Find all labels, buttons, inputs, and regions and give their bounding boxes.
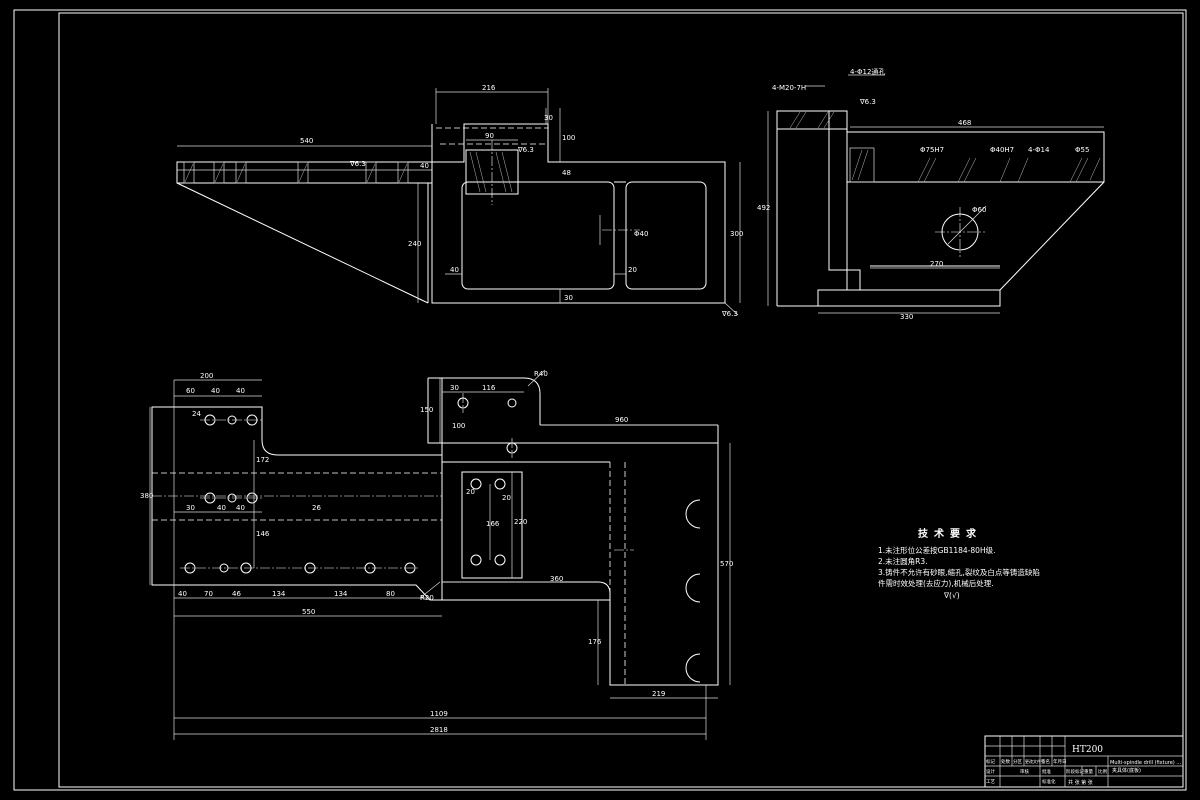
dim-40d: 40 [236,504,245,512]
dim-holes: 4-Φ12通孔 [850,67,885,76]
row-label-2: 分区 [1013,758,1022,765]
role-3: 批准 [1042,768,1051,775]
row-label-5: 年月日 [1053,758,1067,765]
note-2: 2.未注圆角R3. [878,556,928,566]
dim-570: 570 [720,560,733,568]
notes-title: 技术要求 [918,527,982,540]
row-label-0: 标记 [986,758,995,765]
dim-40a: 40 [211,387,220,395]
dim-176: 176 [588,638,602,646]
rough-1: ∇6.3 [349,160,366,168]
dim-top-length: 540 [300,137,313,145]
dim-20b: 20 [502,494,511,502]
dim-inner-h: 48 [562,169,571,177]
dim-172: 172 [256,456,269,464]
dim-40c: 40 [217,504,226,512]
dim-phi40: Φ40 [634,230,648,238]
note-3: 3.铸件不允许有砂眼,缩孔,裂纹及白点等铸造缺陷 [878,567,1040,577]
dim-side-rough: ∇6.3 [859,98,876,106]
outer-border [13,9,1187,791]
dim-boss-width: 216 [482,84,496,92]
dim-200: 200 [200,372,213,380]
dim-b70: 70 [204,590,213,598]
stage-label: 阶段标记 [1066,768,1084,775]
dim-side-height: 492 [757,204,770,212]
dim-thread: 4-M20-7H [772,84,806,92]
role-2: 工艺 [986,779,995,785]
material: HT200 [1072,745,1103,755]
dim-b134a: 134 [272,590,286,598]
weight-label: 重量 [1084,768,1093,775]
scale-label: 比例 [1098,768,1107,775]
dim-bore-b: Φ40H7 [990,146,1014,154]
dim-24: 24 [192,410,201,418]
dim-30: 30 [450,384,459,392]
dim-boss-height: 30 [544,114,553,122]
dim-550: 550 [302,608,315,616]
dim-circle: Φ60 [972,206,986,214]
rough-3: ∇6.3 [721,310,738,318]
dim-width-top: 468 [958,119,971,127]
dim-1109: 1109 [430,710,448,718]
dim-219: 219 [652,690,665,698]
dim-b80: 80 [386,590,395,598]
dim-b134b: 134 [334,590,348,598]
dim-base-inner: 270 [930,260,943,268]
dim-220: 220 [514,518,527,526]
row-label-4: 签名 [1041,758,1050,765]
role-4: 标准化 [1042,778,1056,785]
note-1: 1.未注形位公差按GB1184-80H级. [878,545,995,555]
dim-20a: 20 [466,488,475,496]
roughness-symbol: ∇(√) [943,591,960,600]
dim-26: 26 [312,504,321,512]
dim-30b: 30 [186,504,195,512]
dim-360: 360 [550,575,563,583]
note-4: 件需时效处理(去应力),机械后处理. [878,578,994,588]
front-view: 540 216 30 100 90 ∇6.3 ∇6.3 ∇6.3 40 48 2… [176,84,743,318]
dim-r40: R40 [534,370,548,378]
dim-166: 166 [486,520,500,528]
dim-b46: 46 [232,590,241,598]
dim-380: 380 [140,492,153,500]
role-0: 设计 [986,768,995,775]
row-label-3: 更改文件号 [1025,758,1045,764]
dim-web-gap: 40 [450,266,459,274]
dim-holes-b: 4-Φ14 [1028,146,1050,154]
dim-bore-c: Φ55 [1075,146,1089,154]
dim-960: 960 [615,416,628,424]
sheet-label: 共 张 第 张 [1068,779,1093,786]
dim-40b: 40 [236,387,245,395]
row-label-1: 处数 [1001,758,1010,765]
dim-boss-depth: 100 [562,134,575,142]
part-name-2: 夹具体(底板) [1112,767,1141,774]
dim-r20: R20 [420,594,434,602]
title-block: HT200 Multi-spindle drill (fixture) ... … [984,735,1184,788]
dim-height-right: 300 [730,230,743,238]
plan-view: 200 60 40 40 116 30 150 100 24 172 380 3… [140,369,733,740]
dim-base: 330 [900,313,913,321]
dim-116: 116 [482,384,496,392]
technical-requirements: 技术要求 1.未注形位公差按GB1184-80H级. 2.未注圆角R3. 3.铸… [878,527,1040,600]
side-view: 4-M20-7H 4-Φ12通孔 ∇6.3 468 Φ75H7 Φ40H7 4-… [757,67,1105,321]
dim-150: 150 [420,406,433,414]
dim-bore-a: Φ75H7 [920,146,944,154]
dim-b40: 40 [178,590,187,598]
dim-bottom: 30 [564,294,573,302]
role-1: 审核 [1020,768,1029,775]
dim-2818: 2818 [430,726,448,734]
part-name: Multi-spindle drill (fixture) ... [1110,760,1182,766]
dim-100: 100 [452,422,465,430]
dim-bore: 90 [485,132,494,140]
dim-height-left: 240 [408,240,421,248]
dim-146: 146 [256,530,270,538]
dim-wall: 40 [420,162,429,170]
dim-t20: 20 [628,266,637,274]
inner-border [58,12,1184,788]
rough-2: ∇6.3 [517,146,534,154]
dim-60: 60 [186,387,195,395]
